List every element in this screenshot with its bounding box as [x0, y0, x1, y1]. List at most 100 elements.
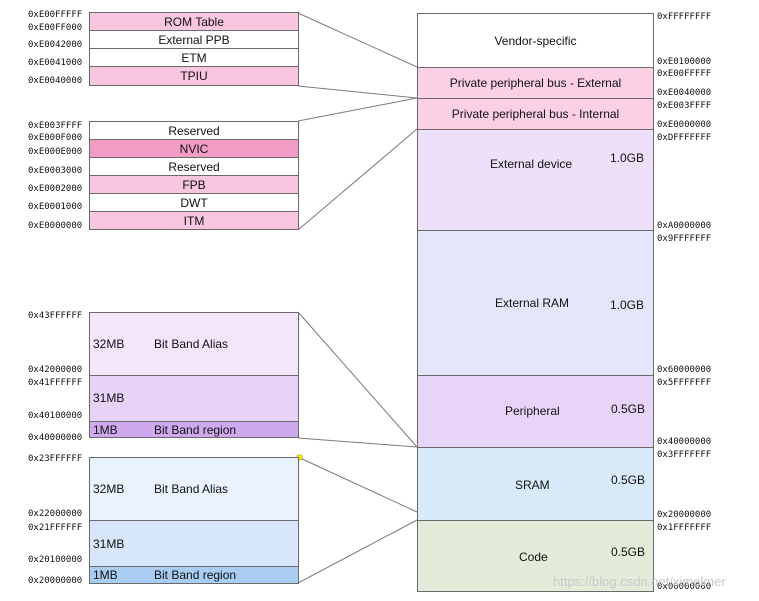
block-label: Bit Band Alias	[154, 482, 229, 496]
address-label: 0x3FFFFFFF	[657, 450, 712, 460]
address-label: 0xDFFFFFFF	[657, 133, 712, 143]
bitband-region-block: 1MB Bit Band region	[89, 421, 299, 438]
connector-ppb-internal-bottom	[297, 128, 418, 231]
region-label: Peripheral	[505, 404, 560, 418]
address-label: 0xE000F000	[28, 133, 83, 143]
ppb-row-dwt: DWT	[89, 193, 299, 212]
region-size: 0.5GB	[611, 473, 646, 487]
address-label: 0x1FFFFFFF	[657, 523, 712, 533]
row-label: Reserved	[168, 159, 220, 174]
address-label: 0xA0000000	[657, 221, 712, 231]
address-label: 0xE00FFFFF	[657, 69, 712, 79]
address-label: 0xE00FFFFF	[28, 10, 83, 20]
address-label: 0x41FFFFFF	[28, 378, 83, 388]
address-label: 0xE0000000	[28, 221, 83, 231]
region-size: 0.5GB	[611, 402, 646, 416]
region-external-device: External device 1.0GB	[417, 129, 654, 231]
address-label: 0xE0002000	[28, 184, 83, 194]
address-label: 0xE0041000	[28, 58, 83, 68]
block-label: Bit Band region	[154, 568, 237, 582]
address-label: 0x40000000	[657, 437, 712, 447]
ppb-row-nvic: NVIC	[89, 139, 299, 158]
address-label: 0x20000000	[28, 576, 83, 586]
address-label: 0x9FFFFFFF	[657, 234, 712, 244]
connector-ppb-internal-top	[297, 97, 418, 122]
address-label: 0x20000000	[657, 510, 712, 520]
address-label: 0x42000000	[28, 365, 83, 375]
row-label: ETM	[181, 50, 207, 65]
block-size: 32MB	[93, 337, 125, 351]
bitband-gap-block: 31MB	[89, 375, 299, 422]
block-label: Bit Band Alias	[154, 337, 229, 351]
region-ppb-internal: Private peripheral bus - Internal	[417, 98, 654, 130]
ppb-row-reserved: Reserved	[89, 121, 299, 140]
row-label: TPIU	[180, 69, 208, 83]
ppb-row-fpb: FPB	[89, 175, 299, 194]
region-size: 0.5GB	[611, 545, 646, 559]
watermark-text: https://blog.csdn.net/ximelmer	[553, 574, 726, 589]
region-label: Private peripheral bus - Internal	[451, 107, 620, 121]
address-label: 0xE0003000	[28, 166, 83, 176]
region-peripheral: Peripheral 0.5GB	[417, 375, 654, 448]
row-label: DWT	[180, 195, 208, 210]
ppb-row-rom-table: ROM Table	[89, 12, 299, 31]
address-label: 0xE0000000	[657, 120, 712, 130]
address-label: 0x00000000	[657, 582, 712, 592]
connector-sram-alias	[299, 457, 418, 513]
row-label: NVIC	[179, 141, 209, 156]
address-label: 0x5FFFFFFF	[657, 378, 712, 388]
region-code: Code 0.5GB	[417, 520, 654, 592]
address-label: 0x23FFFFFF	[28, 454, 83, 464]
region-external-ram: External RAM 1.0GB	[417, 230, 654, 376]
connector-sram-region	[297, 519, 418, 584]
block-size: 1MB	[93, 423, 118, 437]
connector-periph-region	[297, 437, 418, 448]
bitband-alias-block: 32MB Bit Band Alias	[89, 457, 299, 521]
block-size: 31MB	[93, 537, 125, 551]
address-label: 0xE0040000	[28, 76, 83, 86]
address-label: 0x43FFFFFF	[28, 311, 83, 321]
ppb-row-itm: ITM	[89, 211, 299, 230]
bitband-gap-block: 31MB	[89, 520, 299, 567]
address-label: 0xE0001000	[28, 202, 83, 212]
address-label: 0x40100000	[28, 411, 83, 421]
block-label: Bit Band region	[154, 423, 237, 437]
block-size: 1MB	[93, 568, 118, 582]
region-size: 1.0GB	[610, 151, 645, 165]
region-vendor-specific: Vendor-specific	[417, 13, 654, 68]
region-label: Vendor-specific	[494, 33, 577, 48]
address-label: 0x40000000	[28, 433, 83, 443]
region-label: Code	[519, 550, 548, 564]
connector-periph-alias	[297, 311, 418, 448]
ppb-row-etm: ETM	[89, 48, 299, 67]
address-label: 0x22000000	[28, 509, 83, 519]
address-label: 0xFFFFFFFF	[657, 12, 712, 22]
ppb-row-reserved: Reserved	[89, 157, 299, 176]
row-label: FPB	[182, 177, 206, 192]
ppb-row-tpiu: TPIU	[89, 66, 299, 86]
region-sram: SRAM 0.5GB	[417, 447, 654, 521]
row-label: Reserved	[168, 123, 220, 138]
address-label: 0xE0042000	[28, 40, 83, 50]
region-size: 1.0GB	[610, 298, 645, 312]
address-label: 0xE00FF000	[28, 23, 83, 33]
block-size: 31MB	[93, 391, 125, 405]
region-label: External RAM	[495, 296, 570, 310]
row-label: ITM	[183, 213, 205, 228]
address-label: 0xE000E000	[28, 147, 83, 157]
bitband-region-block: 1MB Bit Band region	[89, 566, 299, 584]
region-ppb-external: Private peripheral bus - External	[417, 67, 654, 99]
bitband-alias-block: 32MB Bit Band Alias	[89, 312, 299, 376]
address-label: 0x20100000	[28, 555, 83, 565]
ppb-row-external-ppb: External PPB	[89, 30, 299, 49]
address-label: 0xE0100000	[657, 57, 712, 67]
region-label: External device	[490, 157, 573, 171]
address-label: 0xE003FFFF	[657, 101, 712, 111]
address-label: 0xE0040000	[657, 88, 712, 98]
row-label: ROM Table	[164, 14, 224, 29]
connector-ppb-external-bottom	[297, 85, 418, 99]
address-label: 0xE003FFFF	[28, 121, 83, 131]
address-label: 0x21FFFFFF	[28, 523, 83, 533]
region-label: SRAM	[515, 478, 550, 492]
